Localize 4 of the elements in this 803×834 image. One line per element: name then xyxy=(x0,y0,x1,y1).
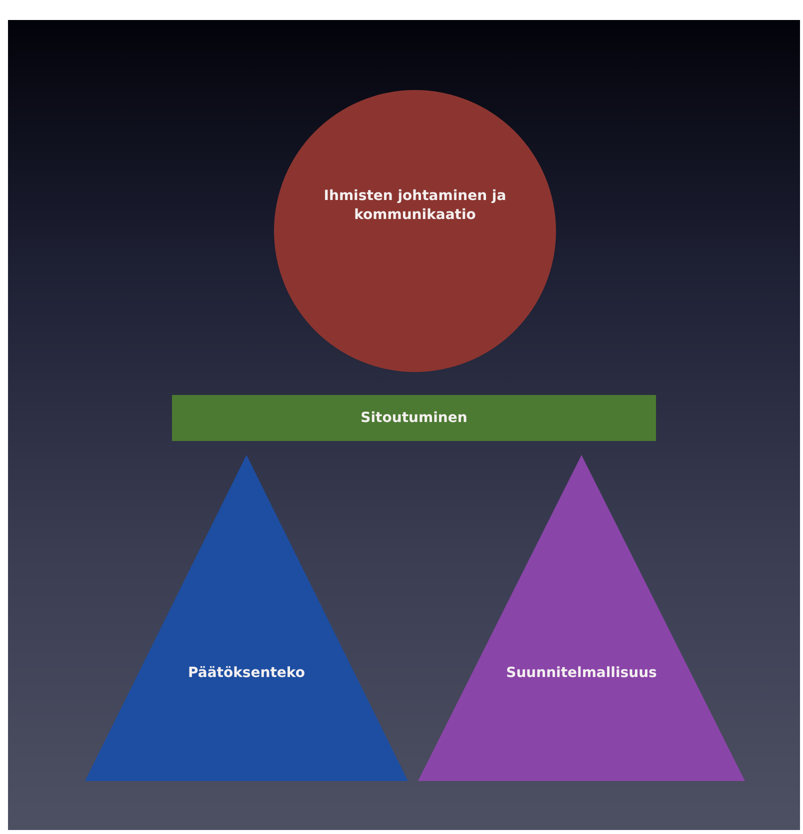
node-label: Sitoutuminen xyxy=(360,408,468,428)
node-label: Suunnitelmallisuus xyxy=(506,664,657,682)
node-label: Ihmisten johtaminen ja kommunikaatio xyxy=(322,187,508,225)
node-label: Päätöksenteko xyxy=(188,664,305,682)
